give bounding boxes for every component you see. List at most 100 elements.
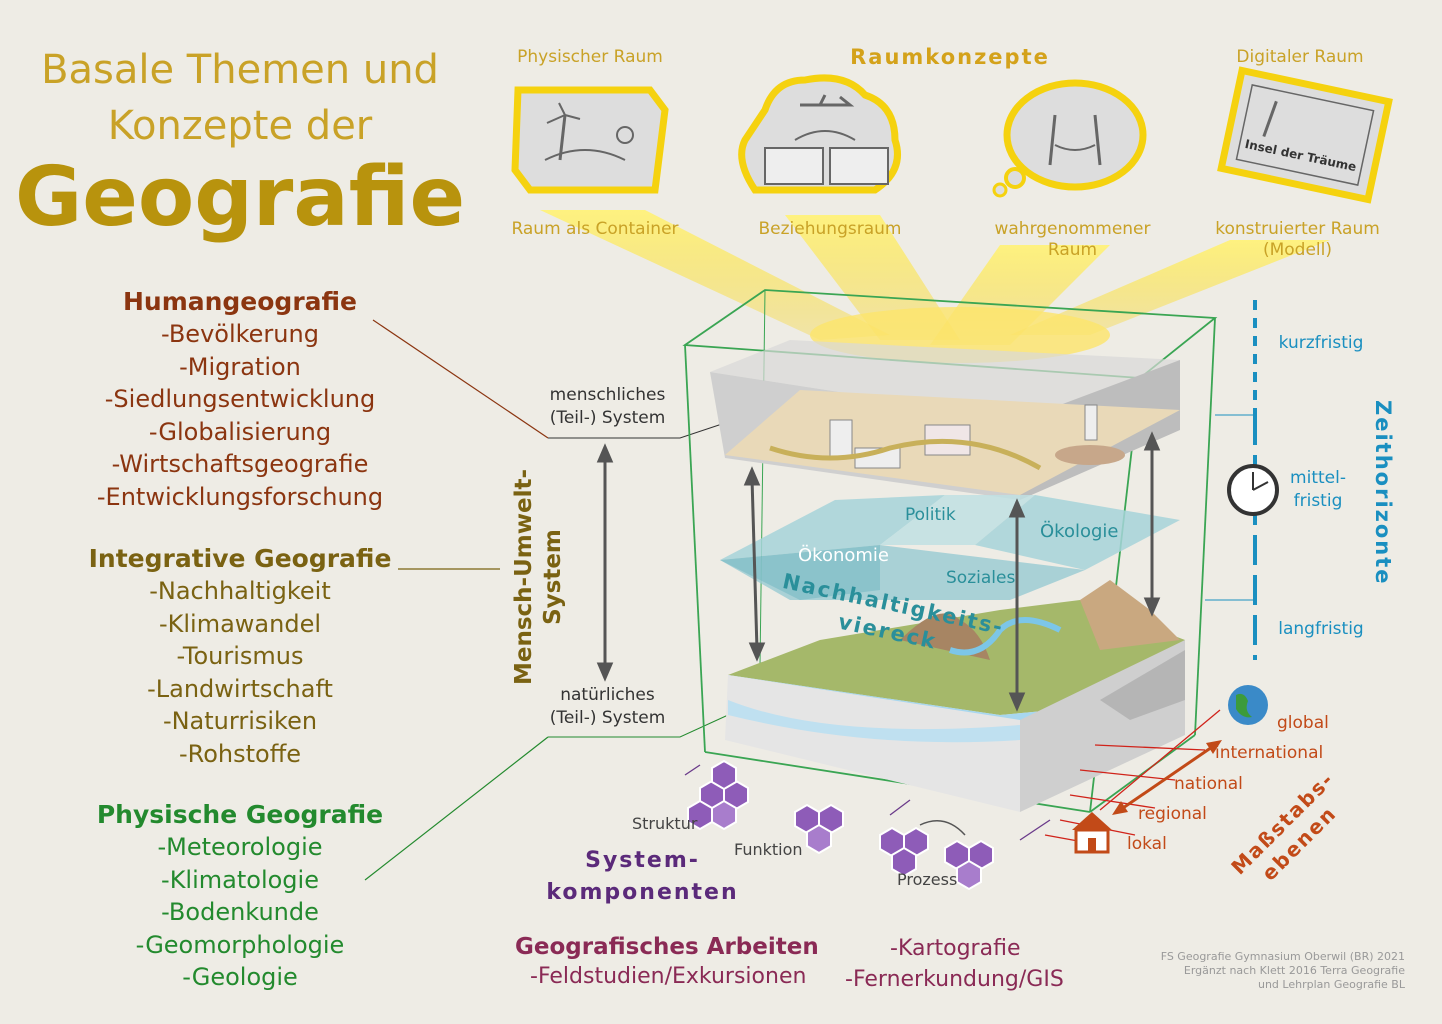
human-layer-top bbox=[710, 340, 1180, 420]
house-icon bbox=[1072, 812, 1112, 854]
arbeiten-item: -Kartografie bbox=[890, 936, 1021, 961]
group-integrative-geografie: Integrative Geografie -Nachhaltigkeit -K… bbox=[50, 544, 430, 770]
label-physischer-raum: Physischer Raum bbox=[517, 47, 663, 67]
label-struktur: Struktur bbox=[632, 814, 698, 833]
struktur-hex-icon bbox=[687, 759, 749, 831]
label-mittelfristig: mittel-fristig bbox=[1290, 468, 1346, 511]
zeithorizonte-title: Zeithorizonte bbox=[1371, 400, 1395, 586]
label-beziehungsraum: Beziehungsraum bbox=[758, 219, 902, 239]
label-raum-als-container: Raum als Container bbox=[511, 219, 679, 239]
credit: FS Geografie Gymnasium Oberwil (BR) 2021… bbox=[1150, 950, 1405, 992]
beziehungsraum-icon bbox=[738, 74, 901, 194]
list-item: -Naturrisiken bbox=[162, 707, 318, 735]
scale-international: international bbox=[1215, 743, 1324, 763]
list-item: -Meteorologie bbox=[157, 833, 323, 861]
label-konstruierter-raum: konstruierter Raum (Modell) bbox=[1215, 219, 1380, 260]
chimney bbox=[1084, 404, 1098, 441]
viereck-oekonomie-shade bbox=[720, 545, 880, 600]
viereck-politik-tile bbox=[880, 495, 1035, 545]
geografisches-arbeiten-title: Geografisches Arbeiten bbox=[515, 934, 819, 960]
label-oekologie: Ökologie bbox=[1040, 521, 1119, 542]
list-item: -Migration bbox=[179, 352, 301, 381]
scale-lines bbox=[1044, 709, 1221, 846]
connector-line bbox=[364, 736, 549, 881]
digitaler-raum-icon: Insel der Träume bbox=[1217, 66, 1393, 204]
list-item: -Bevölkerung bbox=[161, 320, 319, 348]
label-natuerliches-system: natürliches (Teil-) System bbox=[549, 685, 666, 728]
list-item: -Tourismus bbox=[176, 642, 304, 670]
natural-layer-front bbox=[725, 675, 1020, 812]
viereck-oekologie-tile bbox=[975, 495, 1180, 570]
label-kurzfristig: kurzfristig bbox=[1278, 333, 1364, 353]
mountain bbox=[1080, 580, 1180, 650]
scale-global: global bbox=[1277, 713, 1329, 733]
connector-line bbox=[372, 319, 549, 439]
list-item: -Globalisierung bbox=[148, 417, 332, 446]
label-soziales: Soziales bbox=[946, 568, 1016, 588]
credit-line: Ergänzt nach Klett 2016 Terra Geografie bbox=[1183, 964, 1405, 977]
label-langfristig: langfristig bbox=[1278, 619, 1364, 639]
cube-edge bbox=[684, 344, 706, 753]
list-item: -Entwicklungsforschung bbox=[96, 482, 384, 511]
physischer-raum-icon bbox=[511, 86, 669, 194]
label-politik: Politik bbox=[905, 505, 956, 525]
building bbox=[829, 419, 853, 459]
light-beam bbox=[1010, 240, 1330, 335]
funktion-hex-icon bbox=[794, 803, 844, 855]
water-section bbox=[728, 700, 1020, 743]
cube-edge bbox=[1194, 317, 1216, 736]
list-item: -Geomorphologie bbox=[135, 930, 345, 959]
scale-regional: regional bbox=[1138, 804, 1207, 824]
credit-line: und Lehrplan Geografie BL bbox=[1257, 978, 1405, 991]
systemkomponenten-title: System-komponenten bbox=[546, 848, 739, 905]
cube-edge bbox=[1089, 734, 1196, 813]
arbeiten-item: -Fernerkundung/GIS bbox=[845, 967, 1064, 992]
list-item: -Klimatologie bbox=[161, 865, 319, 894]
sea bbox=[728, 675, 1110, 730]
viereck-oekonomie-tile bbox=[720, 495, 945, 560]
road bbox=[769, 438, 1042, 471]
group-humangeografie: Humangeografie -Bevölkerung -Migration -… bbox=[50, 287, 430, 513]
list-item: -Nachhaltigkeit bbox=[149, 577, 331, 605]
list-item: -Wirtschaftsgeografie bbox=[111, 450, 369, 478]
list-item: -Geologie bbox=[182, 963, 298, 991]
raumkonzepte-title: Raumkonzepte bbox=[850, 45, 1050, 69]
credit-line: FS Geografie Gymnasium Oberwil (BR) 2021 bbox=[1160, 950, 1405, 963]
arbeiten-item: -Feldstudien/Exkursionen bbox=[530, 964, 807, 989]
page-title: Geografie bbox=[14, 150, 466, 245]
title-line-2: Konzepte der bbox=[107, 103, 373, 149]
mensch-umwelt-system-label: Mensch-Umwelt-System bbox=[511, 468, 566, 686]
component-lines bbox=[684, 764, 1051, 841]
natural-layer-top bbox=[728, 600, 1185, 715]
scale-lokal: lokal bbox=[1127, 834, 1167, 854]
mountain bbox=[900, 613, 990, 660]
scale-national: national bbox=[1174, 774, 1243, 794]
cube-edge bbox=[759, 289, 766, 666]
group-heading: Integrative Geografie bbox=[88, 544, 392, 573]
list-item: -Bodenkunde bbox=[161, 898, 319, 926]
quarry bbox=[1055, 445, 1125, 465]
label-oekonomie: Ökonomie bbox=[798, 545, 889, 566]
light-beam bbox=[540, 210, 890, 340]
list-item: -Klimawandel bbox=[158, 609, 322, 638]
label-digitaler-raum: Digitaler Raum bbox=[1236, 47, 1364, 67]
group-physische-geografie: Physische Geografie -Meteorologie -Klima… bbox=[50, 800, 430, 994]
list-item: -Landwirtschaft bbox=[147, 674, 333, 703]
system-arrows bbox=[596, 431, 1161, 712]
river bbox=[949, 617, 1062, 656]
clock-icon bbox=[1227, 464, 1279, 516]
group-heading: Humangeografie bbox=[122, 287, 358, 316]
title-line-1: Basale Themen und bbox=[41, 47, 439, 93]
label-menschliches-system: menschliches (Teil-) System bbox=[549, 385, 666, 428]
label-funktion: Funktion bbox=[734, 840, 803, 859]
rock-layer bbox=[1100, 650, 1185, 720]
scale-arrow bbox=[1112, 740, 1222, 815]
group-heading: Physische Geografie bbox=[96, 800, 384, 829]
prozess-hex-icon bbox=[879, 826, 994, 891]
wahrgenommener-raum-icon bbox=[992, 79, 1147, 198]
list-item: -Rohstoffe bbox=[178, 739, 302, 768]
list-item: -Siedlungsentwicklung bbox=[104, 385, 376, 413]
prozess-arrow bbox=[919, 820, 966, 836]
globe-icon bbox=[1228, 685, 1268, 725]
